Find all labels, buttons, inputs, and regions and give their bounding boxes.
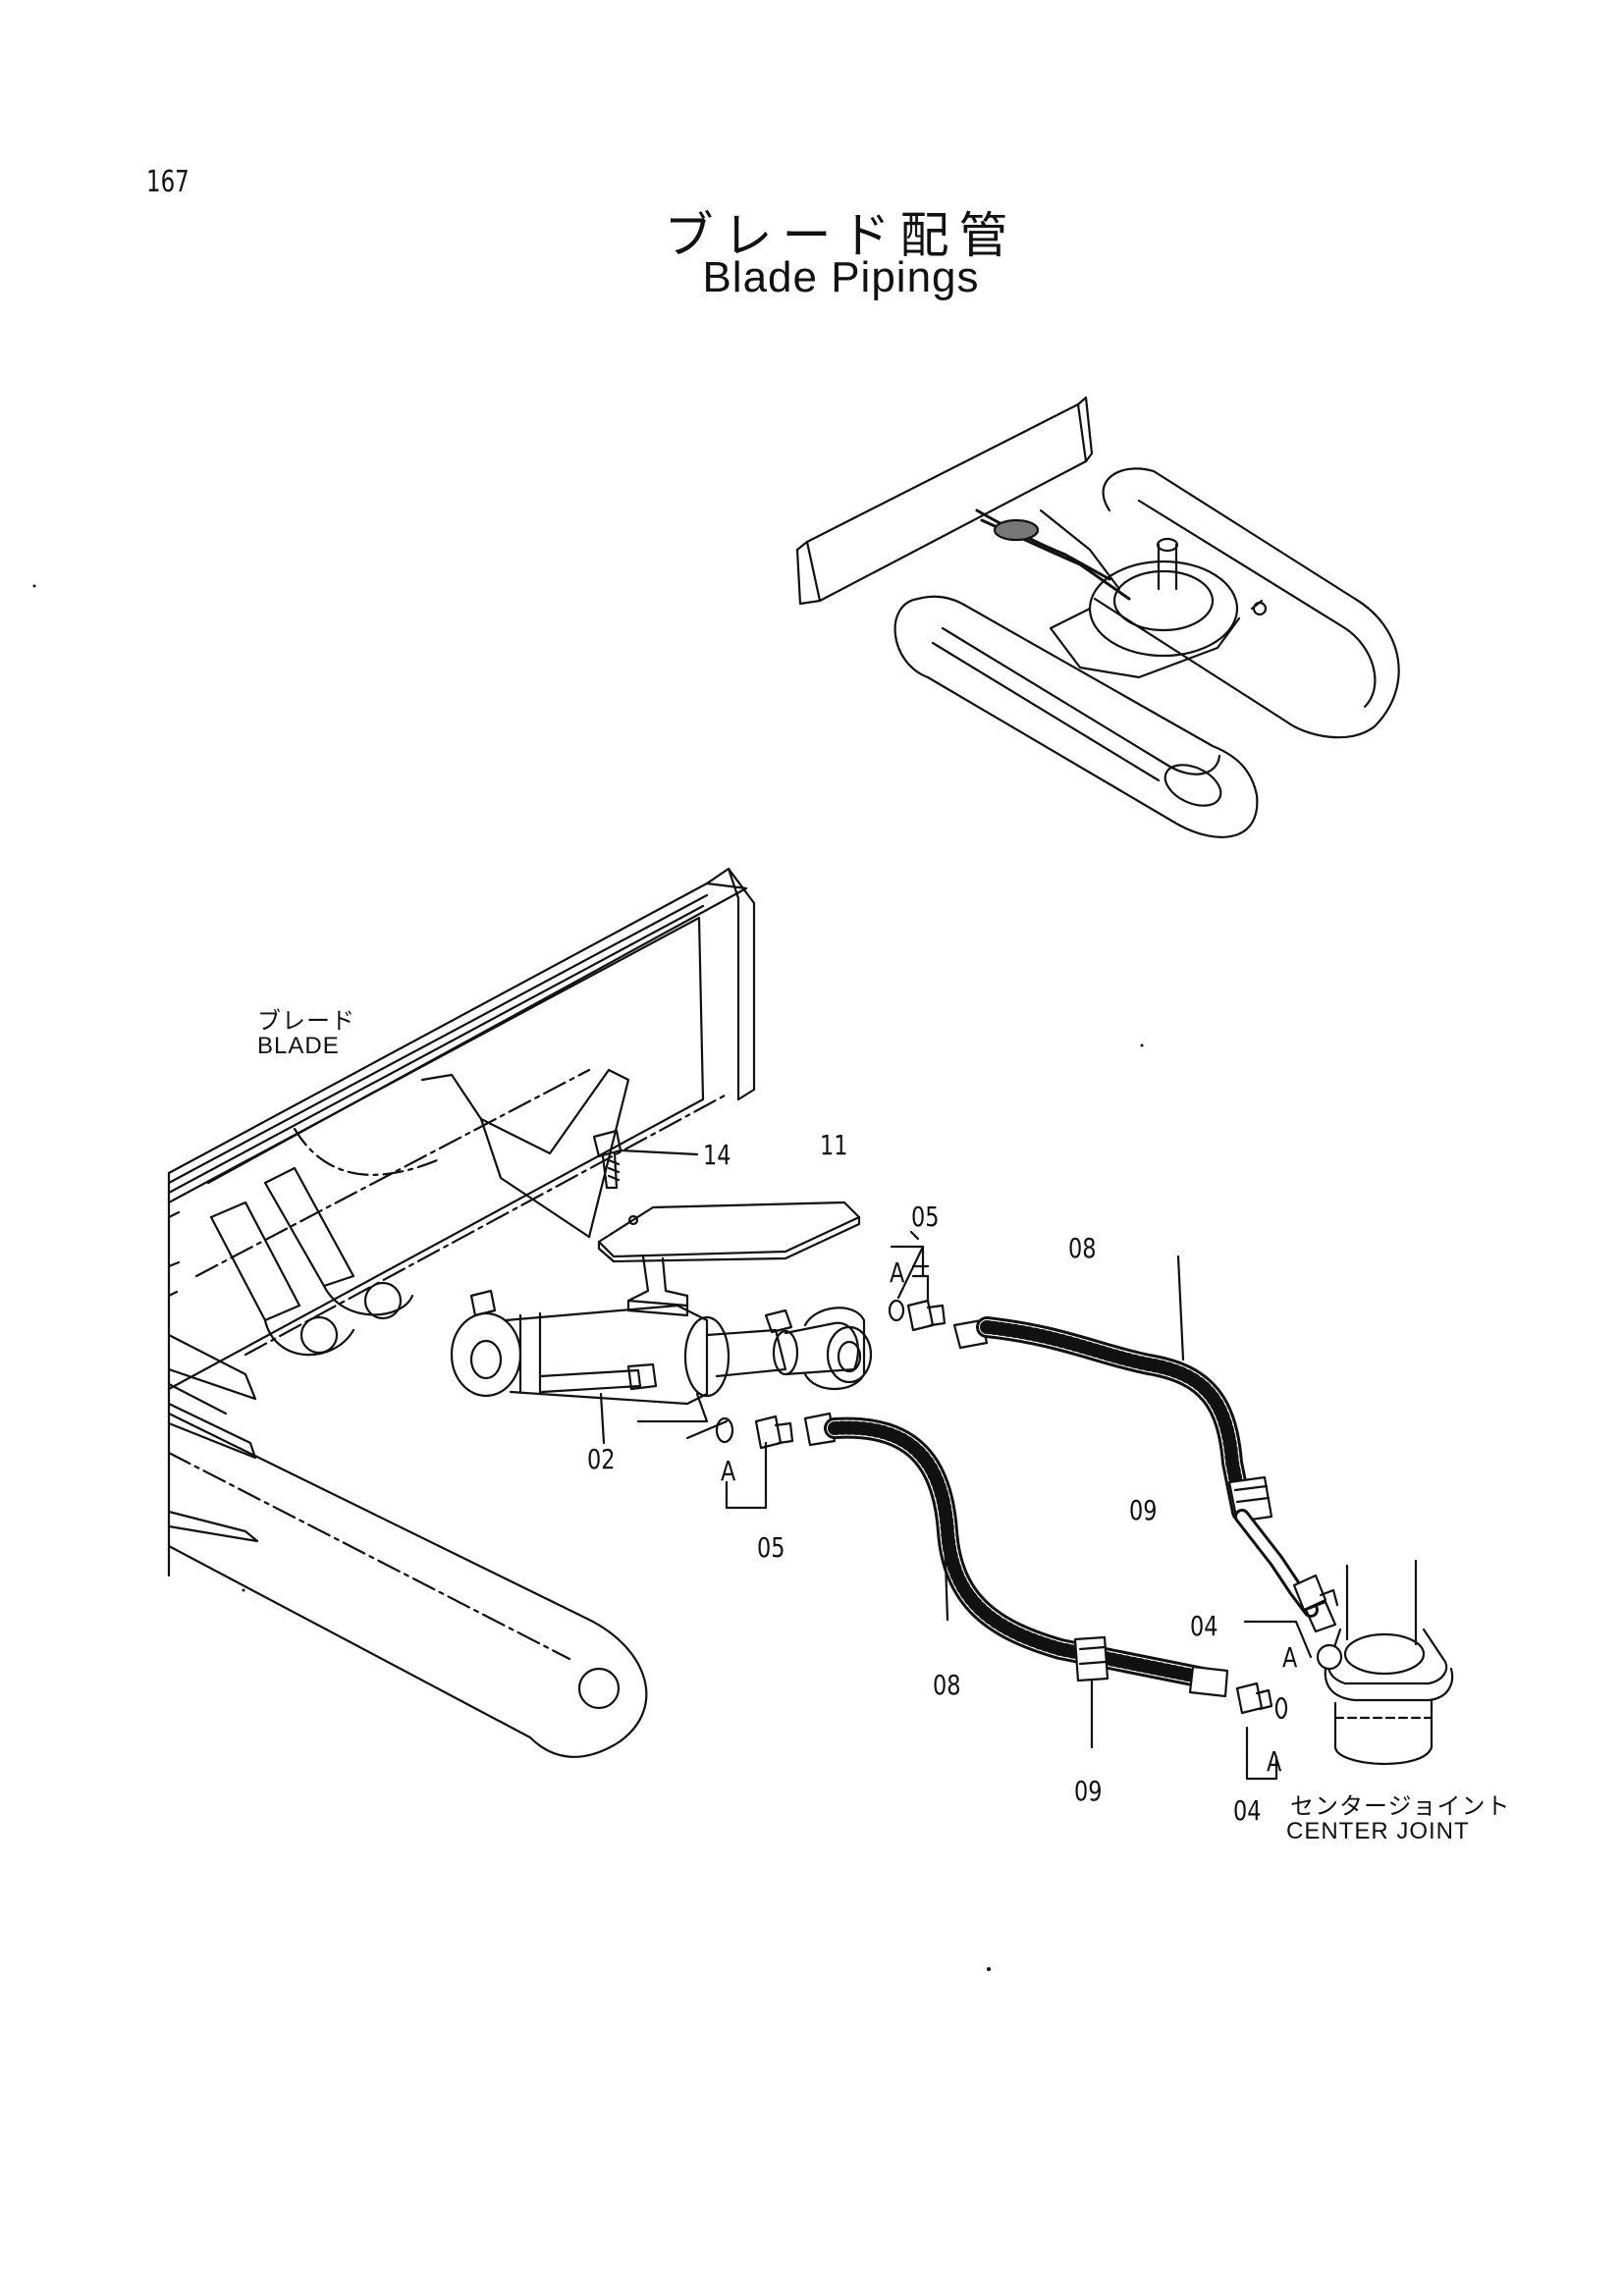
blade-cylinder-02 (450, 1289, 873, 1445)
callout-08-bottom: 08 (933, 1669, 961, 1701)
cover-plate-11 (597, 1201, 861, 1317)
callout-05-top: 05 (911, 1201, 940, 1233)
label-blade-jp: ブレード (257, 1008, 355, 1035)
callout-14: 14 (703, 1139, 731, 1171)
callout-09-bottom: 09 (1074, 1775, 1103, 1807)
center-joint (1316, 1559, 1454, 1765)
callout-09-right: 09 (1129, 1494, 1158, 1526)
adapter-04-bottom (1235, 1682, 1278, 1781)
adapter-05-bottom (754, 1415, 794, 1450)
adapter-04-top (1243, 1588, 1339, 1659)
o-ring-mid (715, 1416, 734, 1444)
callout-a-right: A (1282, 1641, 1298, 1674)
label-center-joint-jp: センタージョイント (1290, 1793, 1511, 1820)
o-ring-top (888, 1299, 905, 1322)
callout-a-bottom: A (1267, 1745, 1282, 1778)
callout-05-bottom: 05 (757, 1531, 785, 1564)
callout-04-top: 04 (1190, 1610, 1218, 1642)
callout-11: 11 (820, 1129, 848, 1161)
bolt-14 (592, 1129, 699, 1190)
o-ring-bottom (1274, 1696, 1288, 1720)
undercarriage-overview (795, 396, 1400, 838)
title-english: Blade Pipings (702, 253, 980, 301)
hose-08-bottom (803, 1412, 1229, 1749)
page-number: 167 (146, 165, 189, 199)
hose-08-top (952, 1255, 1327, 1618)
callout-02: 02 (587, 1443, 616, 1475)
label-center-joint-en: CENTER JOINT (1286, 1818, 1470, 1844)
leader-05-bottom (725, 1441, 768, 1510)
callout-08-top: 08 (1068, 1232, 1097, 1264)
callout-a-mid: A (721, 1455, 736, 1487)
leader-a-mid-2 (685, 1419, 729, 1440)
leader-a-top (890, 1245, 925, 1278)
callout-04-bottom: 04 (1233, 1794, 1262, 1827)
title-japanese: ブレード配管 (664, 207, 1018, 264)
callout-a-top: A (890, 1256, 905, 1289)
leader-a-mid (636, 1392, 709, 1423)
adapter-05-top (896, 1245, 947, 1332)
leader-05-top (909, 1230, 920, 1241)
label-blade-en: BLADE (257, 1033, 340, 1059)
blade-assembly (167, 867, 756, 1758)
